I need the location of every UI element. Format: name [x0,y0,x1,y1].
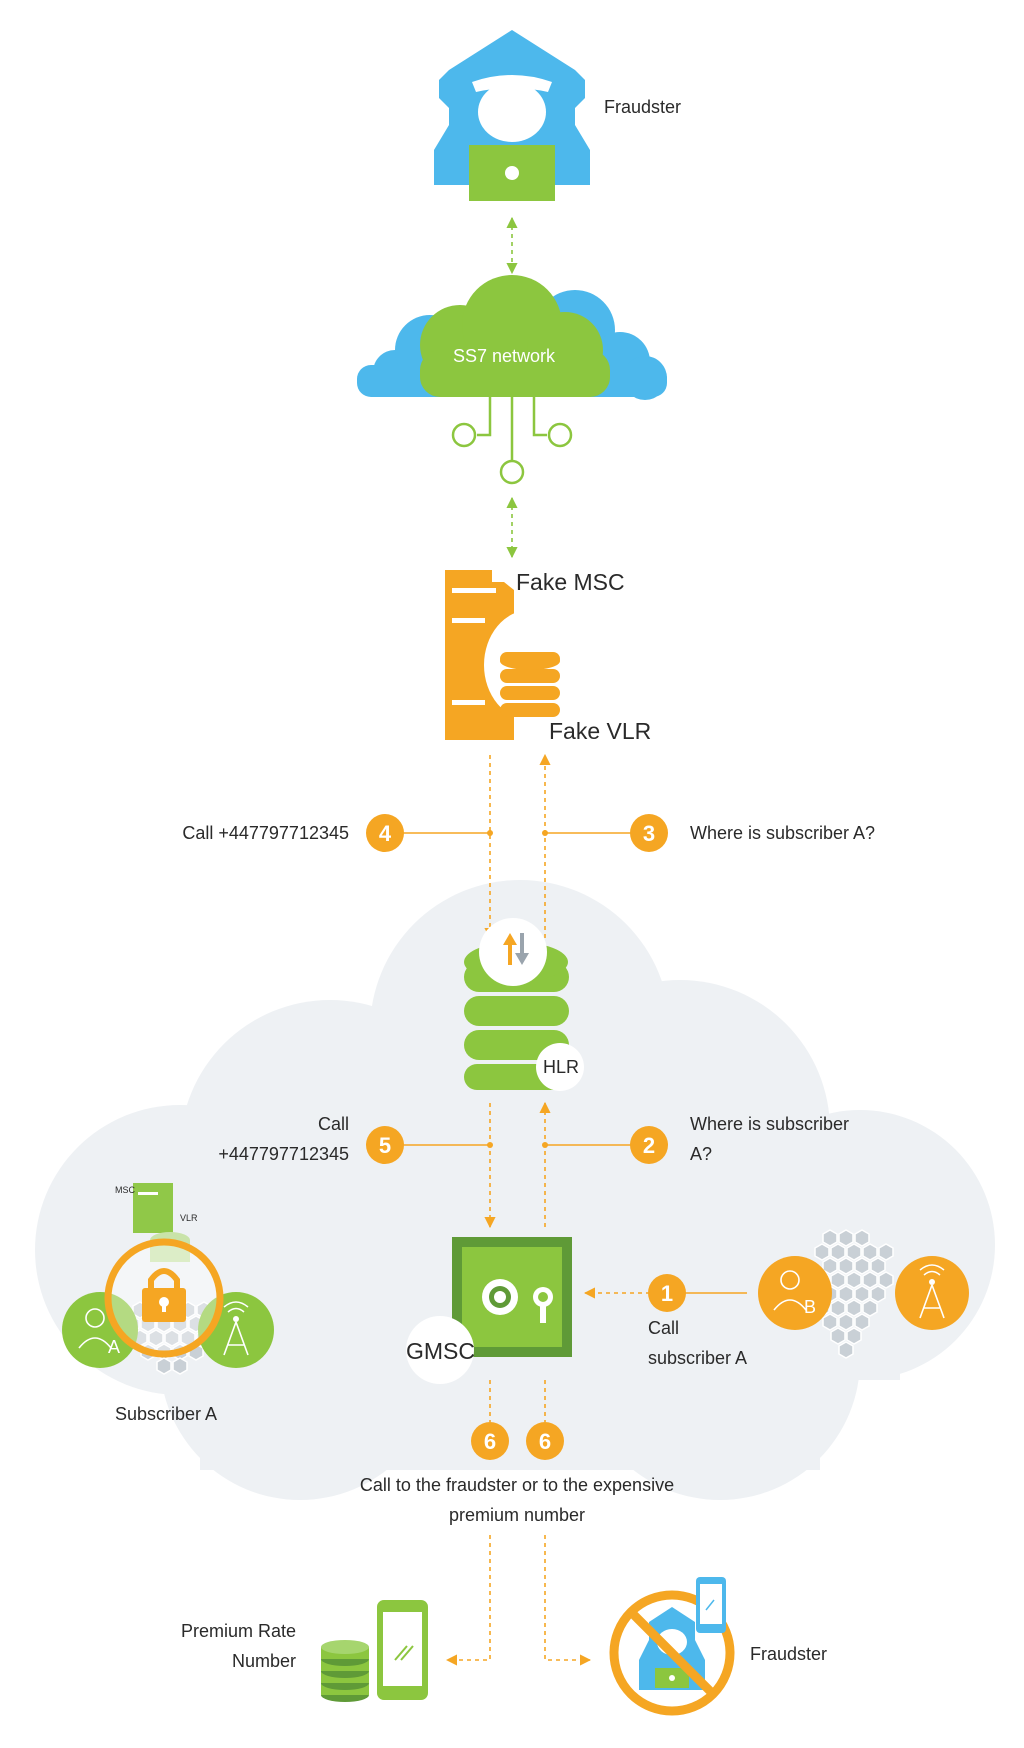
svg-text:5: 5 [379,1133,391,1158]
mini-vlr-label: VLR [180,1213,198,1223]
svg-text:2: 2 [643,1133,655,1158]
gmsc-label-badge [406,1316,474,1384]
premium-number-label-line1: Premium Rate [181,1621,296,1641]
network-connectors-icon [451,397,573,485]
blocked-fraudster-icon [609,1590,735,1716]
svg-text:3: 3 [643,821,655,846]
gmsc-safe-icon [452,1237,572,1357]
premium-number-label-line2: Number [232,1651,296,1671]
fraudster-icon [434,30,590,201]
svg-text:6: 6 [539,1429,551,1454]
svg-text:6: 6 [484,1429,496,1454]
svg-text:1: 1 [661,1281,673,1306]
step-2-badge: 2 [630,1126,668,1164]
subscriber-b-tower-icon [895,1256,969,1330]
fraudster-top-label: Fraudster [604,97,681,117]
step-4-badge: 4 [366,814,404,852]
hlr-label: HLR [543,1057,579,1077]
smartphone-icon [377,1600,428,1700]
step-5-label-line2: +447797712345 [218,1144,349,1164]
step-6b-badge: 6 [526,1422,564,1460]
exchange-arrows-icon [503,933,529,965]
subscriber-b-user-icon: B [758,1256,832,1330]
ss7-cloud-icon [357,275,667,400]
step-3-label: Where is subscriber A? [690,823,875,843]
fake-vlr-label: Fake VLR [549,718,651,744]
step-1-label-line1: Call [648,1318,679,1338]
step-6-label-line1: Call to the fraudster or to the expensiv… [360,1475,674,1495]
step-1-label-line2: subscriber A [648,1348,747,1368]
subscriber-a-user-icon: A [62,1292,138,1368]
step-6-label-line2: premium number [449,1505,585,1525]
gmsc-label: GMSC [406,1338,475,1364]
step-6a-badge: 6 [471,1422,509,1460]
step-4-label: Call +447797712345 [182,823,349,843]
lock-icon [104,1238,224,1358]
fake-msc-label: Fake MSC [516,569,625,595]
mini-msc-label: MSC [115,1185,136,1195]
svg-text:4: 4 [379,821,392,846]
call-to-premium-arrow [445,1535,491,1666]
step-2-label-line1: Where is subscriber [690,1114,849,1134]
step-3-badge: 3 [630,814,668,852]
coin-stack-icon [321,1640,369,1702]
fraudster-bottom-label: Fraudster [750,1644,827,1664]
step-5-label-line1: Call [318,1114,349,1134]
step-1-badge: 1 [648,1274,686,1312]
step-2-label-line2: A? [690,1144,712,1164]
subscriber-a-label: Subscriber A [115,1404,217,1424]
hlr-label-badge [536,1043,584,1091]
svg-text:A: A [108,1337,120,1357]
svg-text:B: B [804,1297,816,1317]
step-5-badge: 5 [366,1126,404,1164]
call-to-fraudster-arrow [544,1535,592,1666]
fake-vlr-database-icon [484,610,576,720]
fraudster-phone-icon [696,1577,726,1633]
ss7-network-label: SS7 network [453,346,556,366]
